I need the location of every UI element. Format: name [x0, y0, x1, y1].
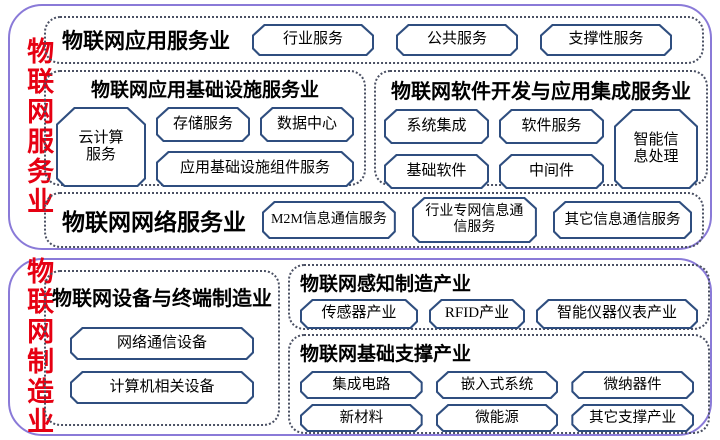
node-rfid-industry: RFID产业: [429, 299, 525, 329]
node-new-materials: 新材料: [300, 404, 423, 432]
node-data-center: 数据中心: [260, 107, 354, 142]
sensing-row: 传感器产业 RFID产业 智能仪器仪表产业: [300, 299, 698, 329]
group-app-infrastructure-services: 物联网应用基础设施服务业 云计算 服务 存储服务 数据中心 应用基础设施组件服务: [44, 70, 366, 186]
node-supportive-services: 支撑性服务: [540, 24, 672, 56]
device-manufacturing-body: 网络通信设备 计算机相关设备: [46, 327, 278, 404]
node-app-infra-components: 应用基础设施组件服务: [156, 151, 354, 187]
app-infrastructure-column: 存储服务 数据中心 应用基础设施组件服务: [156, 107, 354, 187]
node-intelligent-info-processing: 智能信 息处理: [614, 109, 698, 189]
group-device-terminal-manufacturing: 物联网设备与终端制造业 网络通信设备 计算机相关设备: [44, 270, 280, 426]
iot-service-sector: 物联网服务业 物联网应用服务业 行业服务 公共服务 支撑性服务 物联网应用基础设…: [8, 4, 712, 250]
app-infrastructure-body: 云计算 服务 存储服务 数据中心 应用基础设施组件服务: [46, 102, 364, 187]
device-manufacturing-heading: 物联网设备与终端制造业: [52, 288, 272, 310]
iot-manufacturing-sector: 物联网制造业 物联网设备与终端制造业 网络通信设备 计算机相关设备 物联网感知制…: [8, 257, 712, 437]
software-grid: 系统集成 软件服务 基础软件 中间件: [384, 109, 604, 189]
node-integrated-circuits: 集成电路: [300, 371, 423, 399]
network-services-heading: 物联网网络服务业: [62, 209, 246, 235]
node-industry-private-network: 行业专网信息通 信服务: [412, 197, 537, 243]
support-row-1: 集成电路 嵌入式系统 微纳器件: [300, 371, 694, 399]
node-base-software: 基础软件: [384, 154, 489, 189]
node-m2m-communication: M2M信息通信服务: [262, 201, 396, 239]
node-micro-energy: 微能源: [436, 404, 559, 432]
software-integration-body: 系统集成 软件服务 基础软件 中间件 智能信 息处理: [376, 104, 706, 189]
sensing-manufacturing-heading: 物联网感知制造产业: [300, 274, 472, 295]
application-services-heading: 物联网应用服务业: [62, 30, 230, 53]
node-middleware: 中间件: [499, 154, 604, 189]
manufacturing-sector-label: 物联网制造业: [23, 257, 54, 437]
group-software-integration-services: 物联网软件开发与应用集成服务业 系统集成 软件服务 基础软件 中间件 智能信 息…: [374, 70, 708, 186]
service-sector-label: 物联网服务业: [23, 37, 54, 217]
node-network-communication-equipment: 网络通信设备: [70, 327, 254, 360]
node-other-communication: 其它信息通信服务: [553, 201, 692, 239]
group-sensing-manufacturing: 物联网感知制造产业 传感器产业 RFID产业 智能仪器仪表产业: [288, 264, 710, 330]
node-computer-related-equipment: 计算机相关设备: [70, 371, 254, 404]
node-micro-nano-devices: 微纳器件: [571, 371, 694, 399]
node-system-integration: 系统集成: [384, 109, 489, 144]
app-infrastructure-heading: 物联网应用基础设施服务业: [90, 80, 319, 101]
node-embedded-systems: 嵌入式系统: [436, 371, 559, 399]
node-public-services: 公共服务: [396, 24, 518, 56]
app-infrastructure-row: 存储服务 数据中心: [156, 107, 354, 142]
group-application-services: 物联网应用服务业 行业服务 公共服务 支撑性服务: [44, 16, 704, 64]
node-smart-instrument-industry: 智能仪器仪表产业: [536, 299, 698, 329]
group-basic-support-industry: 物联网基础支撑产业 集成电路 嵌入式系统 微纳器件 新材料 微能源 其它支撑产业: [288, 334, 710, 434]
group-network-services: 物联网网络服务业 M2M信息通信服务 行业专网信息通 信服务 其它信息通信服务: [44, 192, 704, 248]
node-industry-services: 行业服务: [252, 24, 374, 56]
node-software-services: 软件服务: [499, 109, 604, 144]
basic-support-heading: 物联网基础支撑产业: [300, 344, 472, 365]
node-other-support-industries: 其它支撑产业: [571, 404, 694, 432]
software-integration-heading: 物联网软件开发与应用集成服务业: [391, 81, 691, 103]
node-cloud-computing: 云计算 服务: [56, 107, 146, 187]
node-storage-services: 存储服务: [156, 107, 250, 142]
support-row-2: 新材料 微能源 其它支撑产业: [300, 404, 694, 432]
node-sensor-industry: 传感器产业: [300, 299, 418, 329]
